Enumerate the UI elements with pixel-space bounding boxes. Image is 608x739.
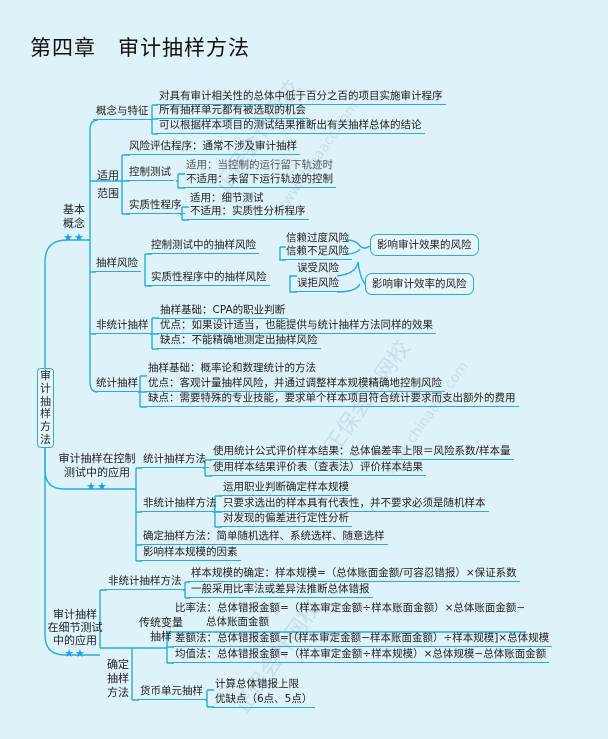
control-test-applicable: 适用：当控制的运行留下轨迹时	[186, 159, 333, 171]
detail-non-statistical-item: 一般采用比率法或差异法推断总体错报	[188, 582, 373, 598]
control-sampling-risk-node: 控制测试中的抽样风险	[148, 238, 259, 254]
substantive-applicable: 适用：细节测试	[190, 192, 264, 204]
detail-application-node: 审计抽样 在细节测试 中的应用 ★★	[46, 608, 104, 660]
determine-method-label: 方法	[107, 686, 129, 699]
root-node: 审计抽样方法	[37, 368, 54, 448]
concept-node: 概念与特征	[93, 104, 152, 120]
statistical-method-item: 使用统计公式评价样本结果：总体偏差率上限＝风险系数/样本量	[210, 444, 514, 460]
non-statistical-method-item: 对发现的偏差进行定性分析	[220, 511, 352, 527]
detail-application-label: 在细节测试	[47, 621, 103, 634]
mus-node: 货币单元抽样	[137, 684, 206, 700]
statistical-node: 统计抽样	[93, 376, 141, 392]
non-statistical-node: 非统计抽样	[93, 318, 152, 334]
statistical-item: 抽样基础：概率论和数理统计的方法	[148, 362, 316, 374]
control-application-label: 审计抽样在控制	[58, 452, 136, 465]
concept-item: 对具有审计相关性的总体中低于百分之百的项目实施审计程序	[156, 89, 446, 105]
mus-item: 优缺点（6点、5点）	[212, 692, 316, 708]
difference-method-formula: 差额法：总体错报金额=[（样本审定金额−样本账面金额）÷样本规模]×总体规模	[172, 631, 553, 647]
substantive-not-applicable: 不适用：实质性分析程序	[187, 204, 309, 220]
risk-item: 误拒风险	[294, 276, 342, 292]
importance-stars: ★★	[64, 647, 86, 660]
control-application-node: 审计抽样在控制 测试中的应用 ★★	[58, 452, 136, 494]
statistical-item: 优点：客观计量抽样风险，并通过调整样本规模精确地控制风险	[145, 376, 445, 392]
page-title: 第四章审计抽样方法	[30, 32, 272, 62]
detail-non-statistical-node: 非统计抽样方法	[105, 574, 185, 590]
chapter-name: 审计抽样方法	[118, 36, 250, 60]
non-statistical-method-node: 非统计抽样方法	[140, 496, 220, 512]
non-statistical-item: 抽样基础：CPA的职业判断	[157, 303, 289, 319]
determine-method-node: 确定 抽样 方法	[106, 658, 130, 700]
concept-item: 所有抽样单元都有被选取的机会	[156, 103, 309, 119]
effect-risk-box: 影响审计效果的风险	[370, 234, 479, 256]
non-statistical-item: 缺点：不能精确地测定出抽样风险	[157, 333, 321, 349]
risk-assessment-node: 风险评估程序：通常不涉及审计抽样	[126, 139, 300, 155]
detail-non-statistical-item: 样本规模的确定：样本规模=（总体账面金额/可容忍错报）×保证系数	[188, 566, 520, 582]
traditional-variable-node: 传统变量 抽样	[133, 616, 189, 644]
traditional-variable-label: 传统变量	[139, 616, 183, 629]
determine-method-label: 抽样	[107, 672, 129, 685]
detail-application-label: 中的应用	[53, 634, 97, 647]
non-statistical-method-item: 只要求选出的样本具有代表性，并不要求必须是随机样本	[220, 496, 489, 512]
mean-method-formula: 均值法：总体错报金额=（样本审定金额÷样本规模）×总体规模−总体账面金额	[172, 647, 550, 663]
non-statistical-item: 优点：如果设计适当，也能提供与统计抽样方法同样的效果	[157, 318, 436, 334]
chapter-number: 第四章	[30, 36, 96, 60]
risk-item: 误受风险	[297, 262, 339, 274]
statistical-method-item: 使用样本结果评价表（查表法）评价样本结果	[210, 460, 426, 476]
substantive-sampling-risk-node: 实质性程序中的抽样风险	[148, 270, 270, 286]
sampling-method-node: 确定抽样方法：简单随机选样、系统选样、随意选样	[140, 529, 388, 545]
detail-application-label: 审计抽样	[53, 608, 97, 621]
ratio-method-formula: 比率法：总体错报金额=（样本审定金额÷样本账面金额）×总体账面金额−	[175, 602, 526, 614]
sampling-risk-node: 抽样风险	[93, 256, 141, 272]
efficiency-risk-box: 影响审计效率的风险	[365, 273, 474, 295]
importance-stars: ★★	[63, 231, 85, 244]
sample-size-factors-node: 影响样本规模的因素	[140, 545, 241, 561]
substantive-node: 实质性程序	[126, 198, 185, 214]
importance-stars: ★★	[86, 480, 108, 493]
traditional-variable-label: 抽样	[150, 630, 172, 643]
control-test-node: 控制测试	[126, 165, 174, 181]
concept-item: 可以根据样本项目的测试结果推断出有关抽样总体的结论	[156, 118, 425, 134]
determine-method-label: 确定	[107, 658, 129, 671]
mus-item: 计算总体错报上限	[215, 678, 299, 690]
basic-concepts-node: 基本概念 ★★	[60, 203, 88, 245]
statistical-method-node: 统计抽样方法	[140, 452, 209, 468]
ratio-method-formula-cont: 总体账面金额	[206, 616, 269, 628]
scope-label: 范围	[97, 187, 119, 200]
control-test-not-applicable: 不适用：未留下运行轨迹的控制	[183, 172, 336, 188]
risk-item: 信赖不足风险	[283, 244, 352, 260]
scope-label: 适用	[97, 169, 119, 182]
non-statistical-method-item: 运用职业判断确定样本规模	[220, 480, 352, 496]
control-application-label: 测试中的应用	[64, 466, 130, 479]
scope-node: 适用 范围	[95, 167, 121, 203]
basic-concepts-label: 基本概念	[63, 203, 85, 230]
statistical-item: 缺点：需要特殊的专业技能，要求单个样本项目符合统计要求而支出额外的费用	[145, 391, 519, 407]
risk-item: 信赖过度风险	[286, 232, 349, 244]
